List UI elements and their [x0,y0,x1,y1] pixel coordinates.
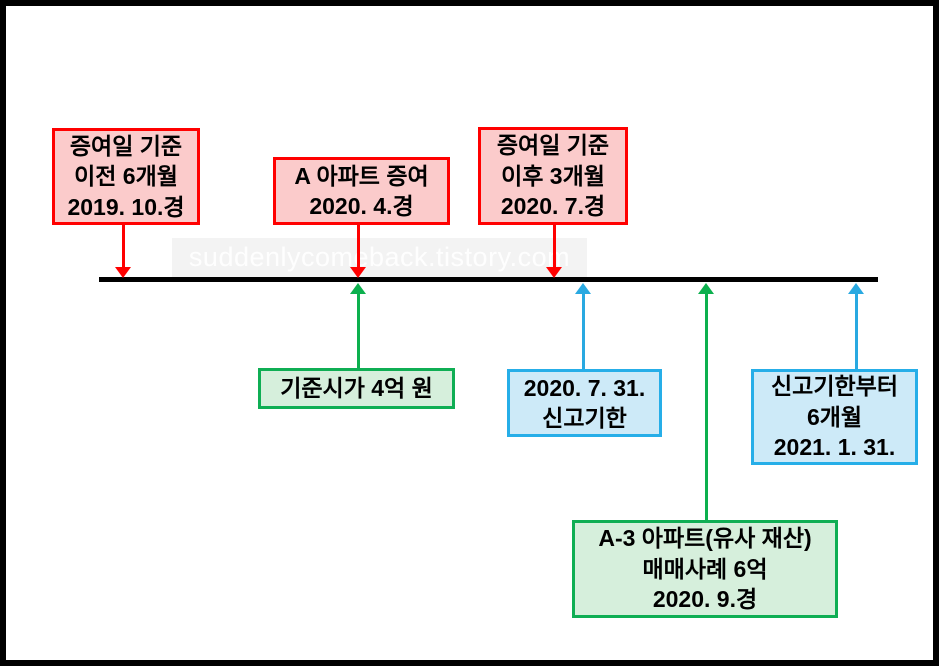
arrowhead-down-icon [350,267,366,278]
arrowhead-up-icon [848,283,864,294]
label-line: 기준시가 4억 원 [280,375,433,402]
label-line: 이전 6개월 [74,163,178,190]
arrow-up-similar-sale-icon [698,283,714,520]
arrowhead-down-icon [546,267,562,278]
label-filing-deadline: 2020. 7. 31. 신고기한 [507,369,662,437]
timeline-axis [99,277,878,282]
arrowhead-up-icon [575,283,591,294]
arrow-stem [581,294,585,369]
arrow-down-2020-07-icon [546,225,562,278]
label-line: 증여일 기준 [69,132,183,159]
arrowhead-up-icon [350,283,366,294]
arrow-up-after-deadline-icon [848,283,864,369]
label-apartment-a-gift: A 아파트 증여 2020. 4.경 [273,157,450,225]
arrow-down-2020-04-icon [350,225,366,278]
arrow-up-standard-price-icon [350,283,366,368]
label-gift-date-before-6-months: 증여일 기준 이전 6개월 2019. 10.경 [52,128,200,225]
label-line: 6개월 [806,403,863,430]
label-standard-price-400m: 기준시가 4억 원 [258,368,455,409]
arrow-stem [356,225,360,267]
label-line: A 아파트 증여 [294,162,429,189]
label-6-months-after-deadline: 신고기한부터 6개월 2021. 1. 31. [751,369,918,465]
label-line: 신고기한 [542,405,627,431]
arrow-stem [854,294,858,369]
label-line: 2020. 9.경 [652,586,758,613]
arrow-down-2019-10-icon [115,225,131,278]
label-line: 2019. 10.경 [67,193,185,220]
label-gift-date-after-3-months: 증여일 기준 이후 3개월 2020. 7.경 [478,127,628,225]
arrowhead-down-icon [115,267,131,278]
arrow-stem [121,225,125,267]
label-line: 2020. 7.경 [500,193,606,220]
label-line: 2020. 7. 31. [523,374,646,401]
arrowhead-up-icon [698,283,714,294]
label-line: 증여일 기준 [496,132,610,159]
label-line: 매매사례 6억 [642,555,768,582]
label-line: A-3 아파트(유사 재산) [598,525,812,552]
label-line: 2021. 1. 31. [773,434,896,461]
label-line: 신고기한부터 [771,373,898,400]
arrow-stem [552,225,556,267]
arrow-stem [704,294,708,520]
label-similar-property-sale: A-3 아파트(유사 재산) 매매사례 6억 2020. 9.경 [572,520,838,618]
label-line: 2020. 4.경 [309,193,414,219]
label-line: 이후 3개월 [501,162,605,189]
watermark-text: suddenlycomeback.tistory.com [188,242,571,272]
arrow-stem [356,294,360,368]
watermark-strip: suddenlycomeback.tistory.com [172,238,587,277]
arrow-up-filing-deadline-icon [575,283,591,369]
